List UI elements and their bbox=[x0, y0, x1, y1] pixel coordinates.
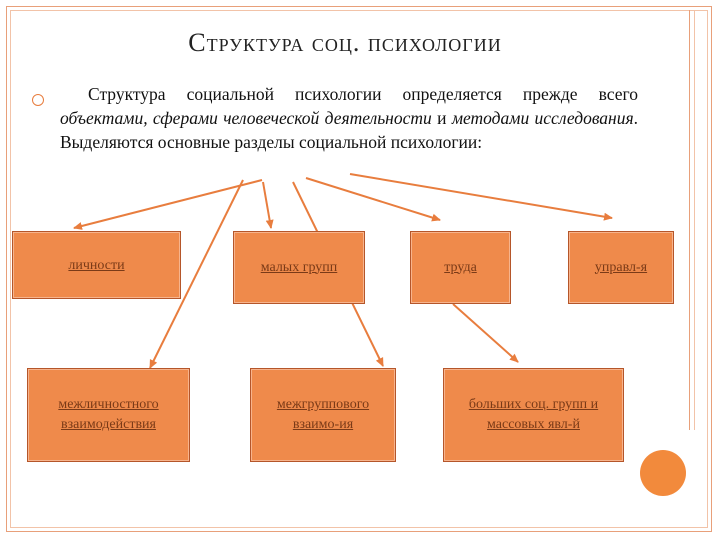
para-mid: и bbox=[431, 108, 452, 128]
slide-frame-inner bbox=[10, 10, 708, 528]
right-rule-inner bbox=[694, 10, 695, 430]
box-personality-label: личности bbox=[68, 258, 125, 273]
arrow-to-small-groups bbox=[262, 181, 274, 229]
box-small-groups-label: малых групп bbox=[260, 259, 338, 275]
box-interpersonal-text: межличностного взаимодействия bbox=[58, 395, 158, 435]
intro-paragraph: Структура социальной психологии определя… bbox=[60, 82, 638, 154]
decorative-circle bbox=[640, 450, 686, 496]
box-management: управл-я bbox=[568, 231, 674, 304]
box-large-groups-text: больших соц. групп и массовых явл-й bbox=[469, 395, 598, 435]
slide-frame-outer bbox=[6, 6, 712, 532]
box-interpersonal-line1: межличностного bbox=[58, 397, 159, 412]
box-interpersonal: межличностного взаимодействия bbox=[27, 368, 190, 462]
box-labor: труда bbox=[410, 231, 511, 304]
arrow-to-large-groups bbox=[452, 303, 519, 363]
arrow-to-personality bbox=[73, 179, 263, 230]
para-emphasis-objects: объектами, сферами человеческой деятельн… bbox=[60, 108, 432, 128]
box-intergroup-text: межгруппового взаимо-ия bbox=[277, 395, 369, 435]
para-emphasis-methods: методами исследования bbox=[451, 108, 634, 128]
box-intergroup-line2: взаимо-ия bbox=[292, 417, 354, 432]
box-large-groups-line2: массовых явл-й bbox=[487, 417, 580, 432]
box-small-groups: малых групп bbox=[233, 231, 365, 304]
box-intergroup-line1: межгруппового bbox=[276, 397, 370, 412]
arrow-to-management bbox=[349, 173, 613, 221]
arrow-to-labor bbox=[305, 177, 441, 222]
box-large-groups: больших соц. групп и массовых явл-й bbox=[443, 368, 624, 462]
para-tail: . Выделяются основные разделы социальной… bbox=[60, 108, 638, 152]
box-large-groups-line1: больших соц. групп и bbox=[468, 397, 599, 412]
box-interpersonal-line2: взаимодействия bbox=[60, 417, 156, 432]
right-rule bbox=[689, 10, 690, 430]
slide-title: Структура соц. психологии bbox=[188, 28, 502, 57]
box-personality: личности bbox=[12, 231, 181, 299]
box-labor-label: труда bbox=[444, 259, 477, 275]
para-lead: Структура социальной психологии определя… bbox=[88, 84, 638, 104]
box-management-label: управл-я bbox=[594, 259, 648, 275]
arrow-to-interpersonal bbox=[149, 179, 244, 369]
box-intergroup: межгруппового взаимо-ия bbox=[250, 368, 396, 462]
bullet-icon bbox=[32, 94, 44, 106]
